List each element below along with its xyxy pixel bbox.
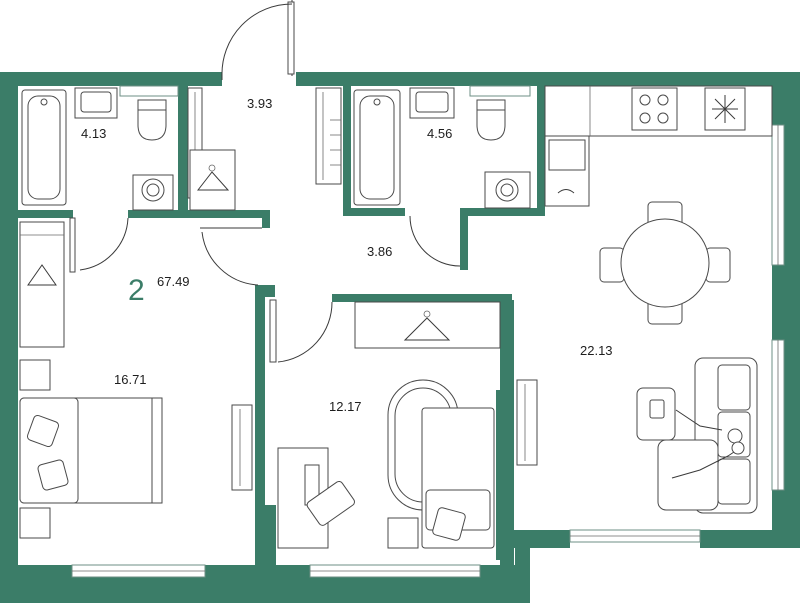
- living-tv: [516, 379, 538, 466]
- room-labels: 4.13 3.93 4.56 3.86 16.71 12.17 22.13 2 …: [81, 96, 613, 414]
- entrance-door: [221, 0, 295, 80]
- bathroom-right-fixtures: [353, 87, 531, 209]
- bedroom-left-furniture: [19, 221, 253, 539]
- kitchen: [544, 85, 773, 207]
- area-kitchen-living: 22.13: [580, 343, 613, 358]
- total-area: 67.49: [157, 274, 190, 289]
- room-count: 2: [128, 274, 145, 307]
- area-bathroom-right: 4.56: [427, 126, 452, 141]
- area-corridor: 3.86: [367, 244, 392, 259]
- hall-closet: [189, 87, 342, 211]
- living-lounge: [636, 357, 758, 514]
- area-hall-top: 3.93: [247, 96, 272, 111]
- bedroom-middle-furniture: [277, 301, 501, 549]
- doors: [69, 215, 461, 363]
- dining-table: [599, 201, 731, 325]
- area-bathroom-left: 4.13: [81, 126, 106, 141]
- bathroom-left-fixtures: [21, 87, 203, 211]
- windows: [71, 85, 785, 578]
- area-bedroom-middle: 12.17: [329, 399, 362, 414]
- area-bedroom-left: 16.71: [114, 372, 147, 387]
